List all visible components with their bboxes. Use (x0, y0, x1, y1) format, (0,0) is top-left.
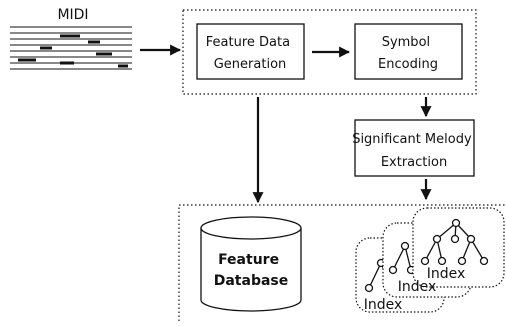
index-label-front: Index (427, 266, 466, 282)
melody-extraction-box (354, 119, 475, 177)
index-tree-middle (388, 241, 416, 275)
midi-staff-icon (10, 26, 132, 70)
feature-generation-box (196, 23, 305, 80)
feature-generation-label: Feature Data Generation (206, 35, 294, 72)
midi-title: MIDI (57, 7, 88, 23)
storage-container (178, 204, 506, 321)
index-label-middle: Index (398, 279, 437, 295)
melody-extraction-label: Significant Melody Extraction (352, 132, 476, 170)
index-tree-front (420, 218, 489, 266)
index-card-front (412, 207, 505, 288)
database-label: Feature Database (214, 252, 289, 289)
processing-container (182, 9, 477, 95)
database-cylinder-icon (200, 216, 302, 312)
index-label-back: Index (364, 297, 403, 313)
symbol-encoding-label: Symbol Encoding (378, 35, 438, 72)
symbol-encoding-box (354, 23, 463, 80)
index-stack-icon: Index Index Index (355, 207, 505, 313)
